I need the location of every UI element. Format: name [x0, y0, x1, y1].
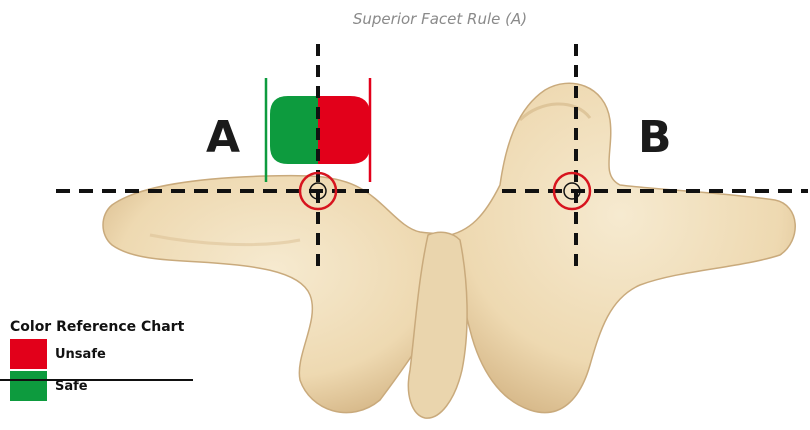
marker-label-b: B [638, 116, 672, 160]
legend-item-safe: Safe [10, 370, 210, 402]
diagram-title: Superior Facet Rule (A) [0, 10, 810, 28]
legend-item-unsafe: Unsafe [10, 338, 210, 370]
safe-zone [270, 96, 318, 164]
color-reference-legend: Color Reference Chart Unsafe Safe [10, 316, 210, 402]
legend-title: Color Reference Chart [10, 316, 210, 338]
legend-divider [0, 379, 193, 381]
legend-label-unsafe: Unsafe [55, 347, 106, 362]
safe-swatch [10, 371, 47, 401]
unsafe-zone [318, 96, 370, 164]
unsafe-swatch [10, 339, 47, 369]
marker-label-a: A [206, 116, 240, 160]
